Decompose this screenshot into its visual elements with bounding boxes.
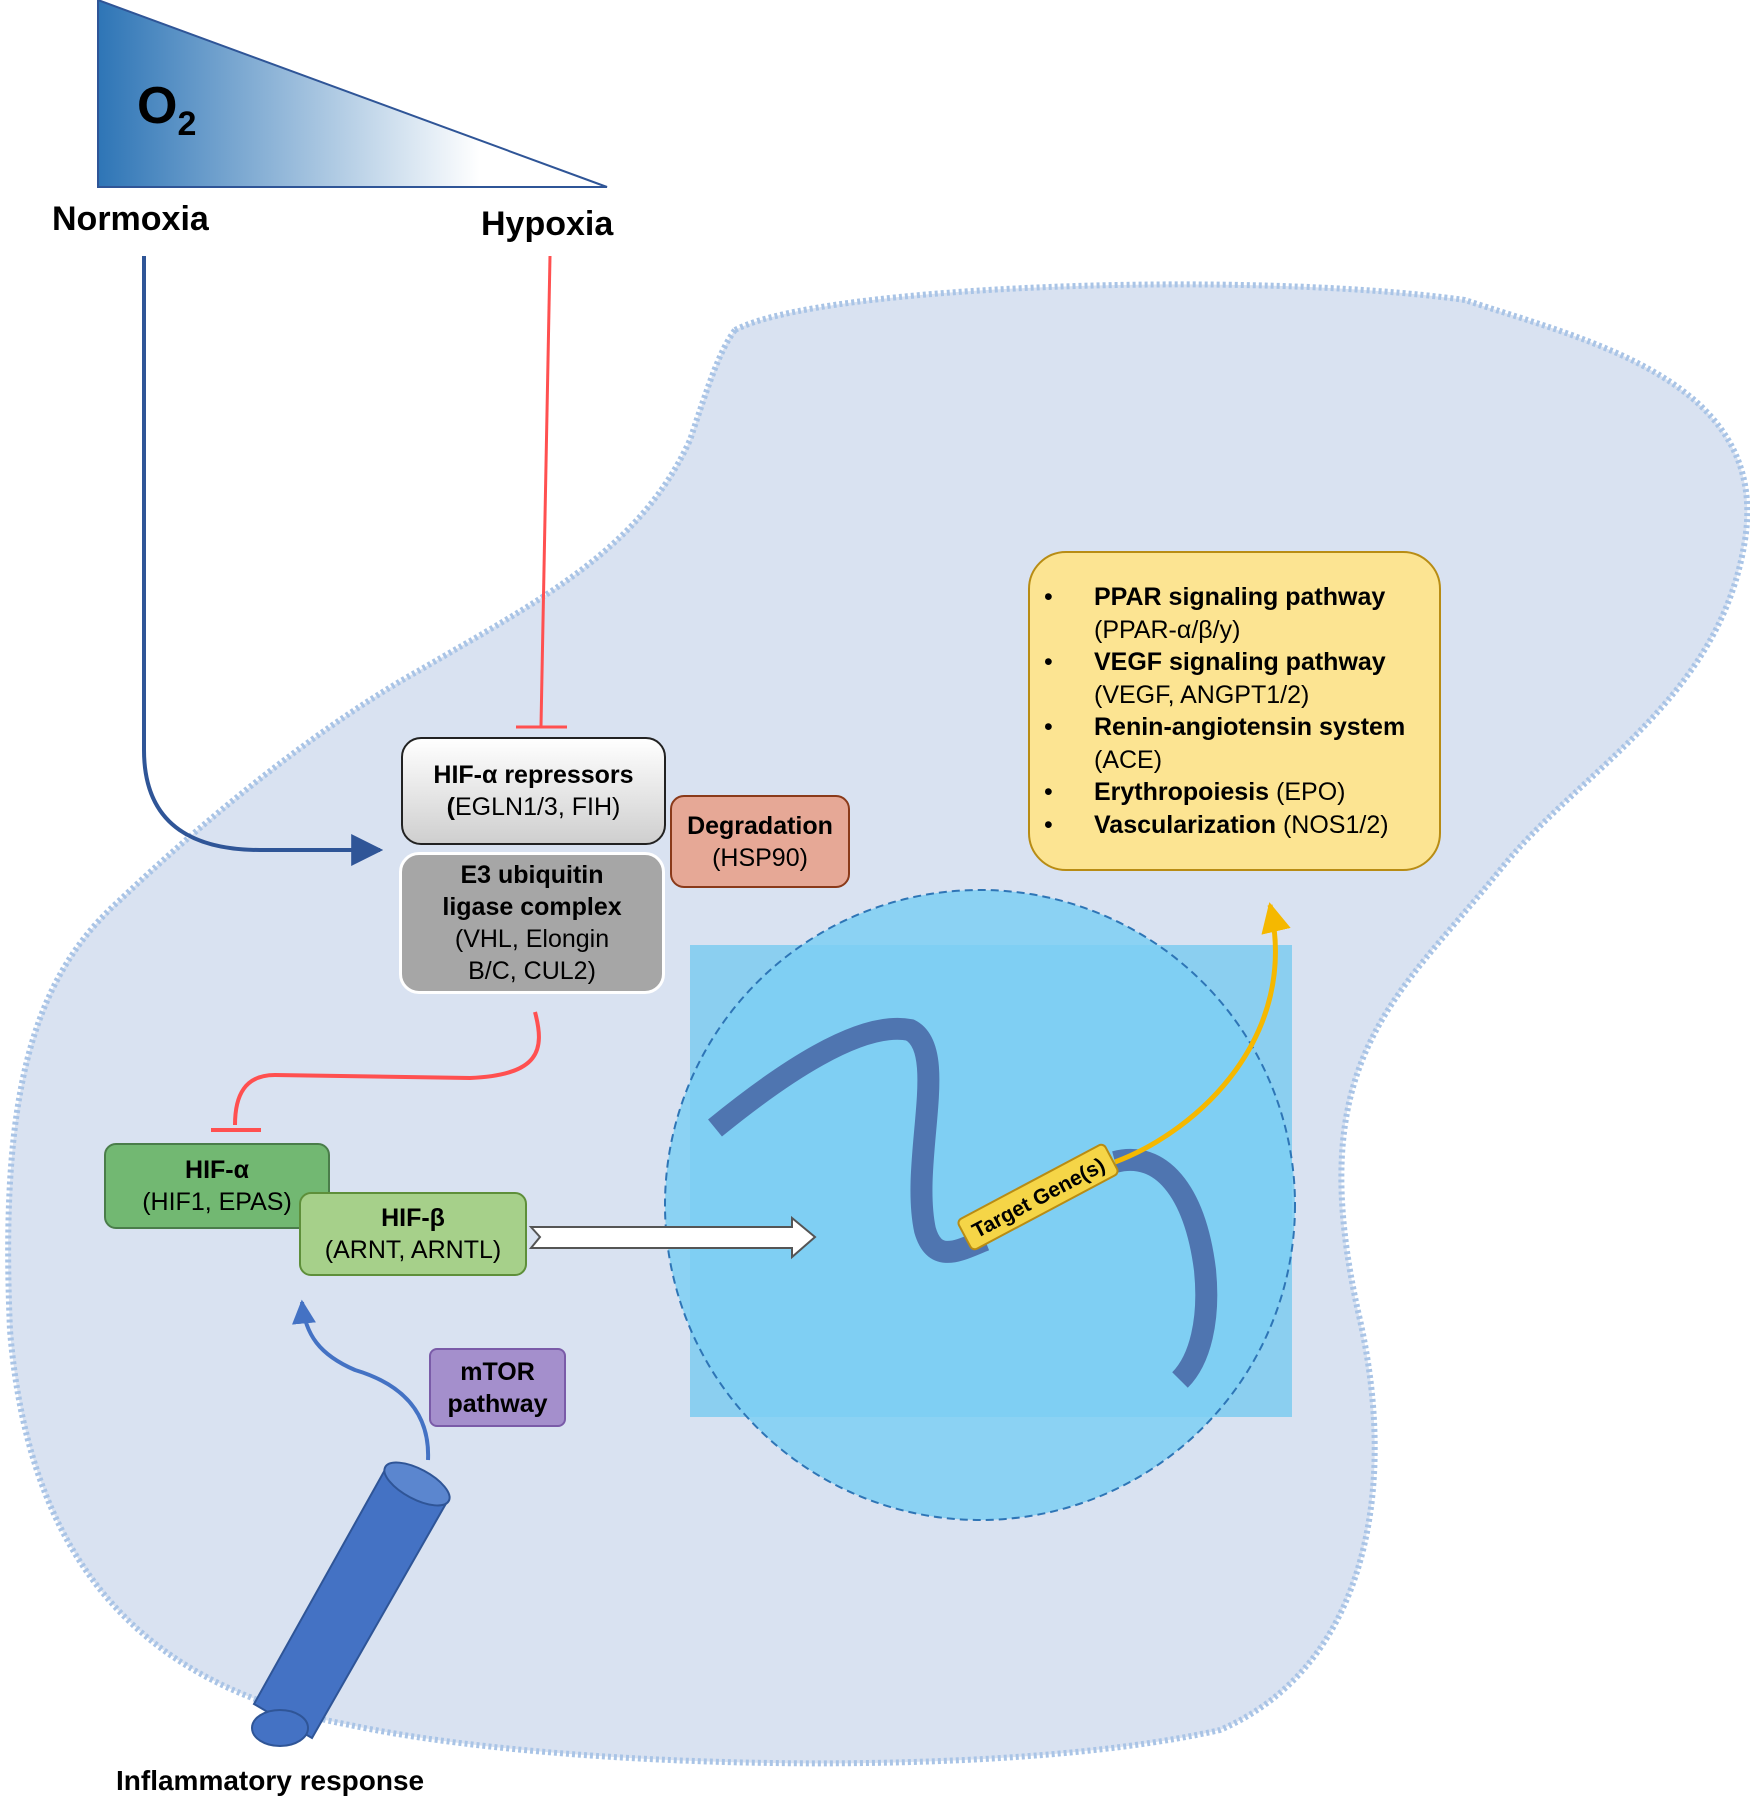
mtor-pathway-box: mTOR pathway: [429, 1348, 566, 1427]
e3-ubiquitin-ligase-box: E3 ubiquitin ligase complex (VHL, Elongi…: [399, 852, 665, 994]
hypoxia-label: Hypoxia: [481, 205, 614, 243]
e3-inhibition: [233, 1011, 541, 1126]
hif-beta-detail: (ARNT, ARNTL): [324, 1236, 502, 1264]
hif-alpha-repressors-box: HIF-α repressors (EGLN1/3, FIH): [401, 737, 666, 845]
dna-strand-2: [1112, 1149, 1218, 1388]
pathway-item: Vascularization (NOS1/2): [1044, 809, 1434, 842]
normoxia-label: Normoxia: [52, 200, 209, 238]
pathway-item: PPAR signaling pathway (PPAR-α/β/y): [1044, 581, 1434, 646]
expression-arrow: [1114, 902, 1291, 1165]
hif-alpha-title: HIF-α: [185, 1156, 249, 1184]
e3-title-line1: E3 ubiquitin: [460, 861, 604, 889]
dna-strand-1: [708, 1017, 990, 1263]
receptor-cylinder: [251, 1461, 451, 1747]
degradation-title: Degradation: [687, 811, 833, 840]
hif-alpha-box: HIF-α (HIF1, EPAS): [104, 1143, 330, 1229]
nucleus: [664, 889, 1296, 1521]
oxygen-label: O2: [137, 77, 197, 143]
hypoxia-inhibition: [539, 255, 552, 727]
pathway-item: Erythropoiesis (EPO): [1044, 776, 1434, 809]
hif-beta-title: HIF-β: [381, 1204, 445, 1232]
translocation-arrow: [528, 1215, 817, 1260]
mtor-line1: mTOR: [460, 1357, 535, 1386]
hif-alpha-detail: (HIF1, EPAS): [142, 1188, 292, 1216]
target-pathways-box: PPAR signaling pathway (PPAR-α/β/y) VEGF…: [1028, 551, 1441, 871]
inflammation-label: Inflammatory response: [116, 1765, 425, 1796]
repressors-detail: (EGLN1/3, FIH): [446, 793, 621, 821]
repressors-title: HIF-α repressors: [433, 761, 634, 789]
e3-title-line2: ligase complex: [442, 893, 622, 921]
target-pathways-list: PPAR signaling pathway (PPAR-α/β/y) VEGF…: [1044, 581, 1434, 841]
mtor-line2: pathway: [447, 1389, 548, 1418]
hif-beta-box: HIF-β (ARNT, ARNTL): [299, 1192, 527, 1276]
degradation-box: Degradation (HSP90): [670, 795, 850, 888]
target-gene: [957, 1143, 1119, 1251]
normoxia-arrow: [142, 256, 384, 866]
pathway-item: VEGF signaling pathway (VEGF, ANGPT1/2): [1044, 646, 1434, 711]
pathway-item: Renin-angiotensin system (ACE): [1044, 711, 1434, 776]
e3-detail-line2: B/C, CUL2): [468, 957, 596, 985]
inflammation-arrow: [292, 1299, 431, 1461]
oxygen-gradient-triangle: [97, 0, 608, 188]
degradation-detail: (HSP90): [712, 843, 808, 872]
e3-detail-line1: (VHL, Elongin: [454, 925, 610, 953]
